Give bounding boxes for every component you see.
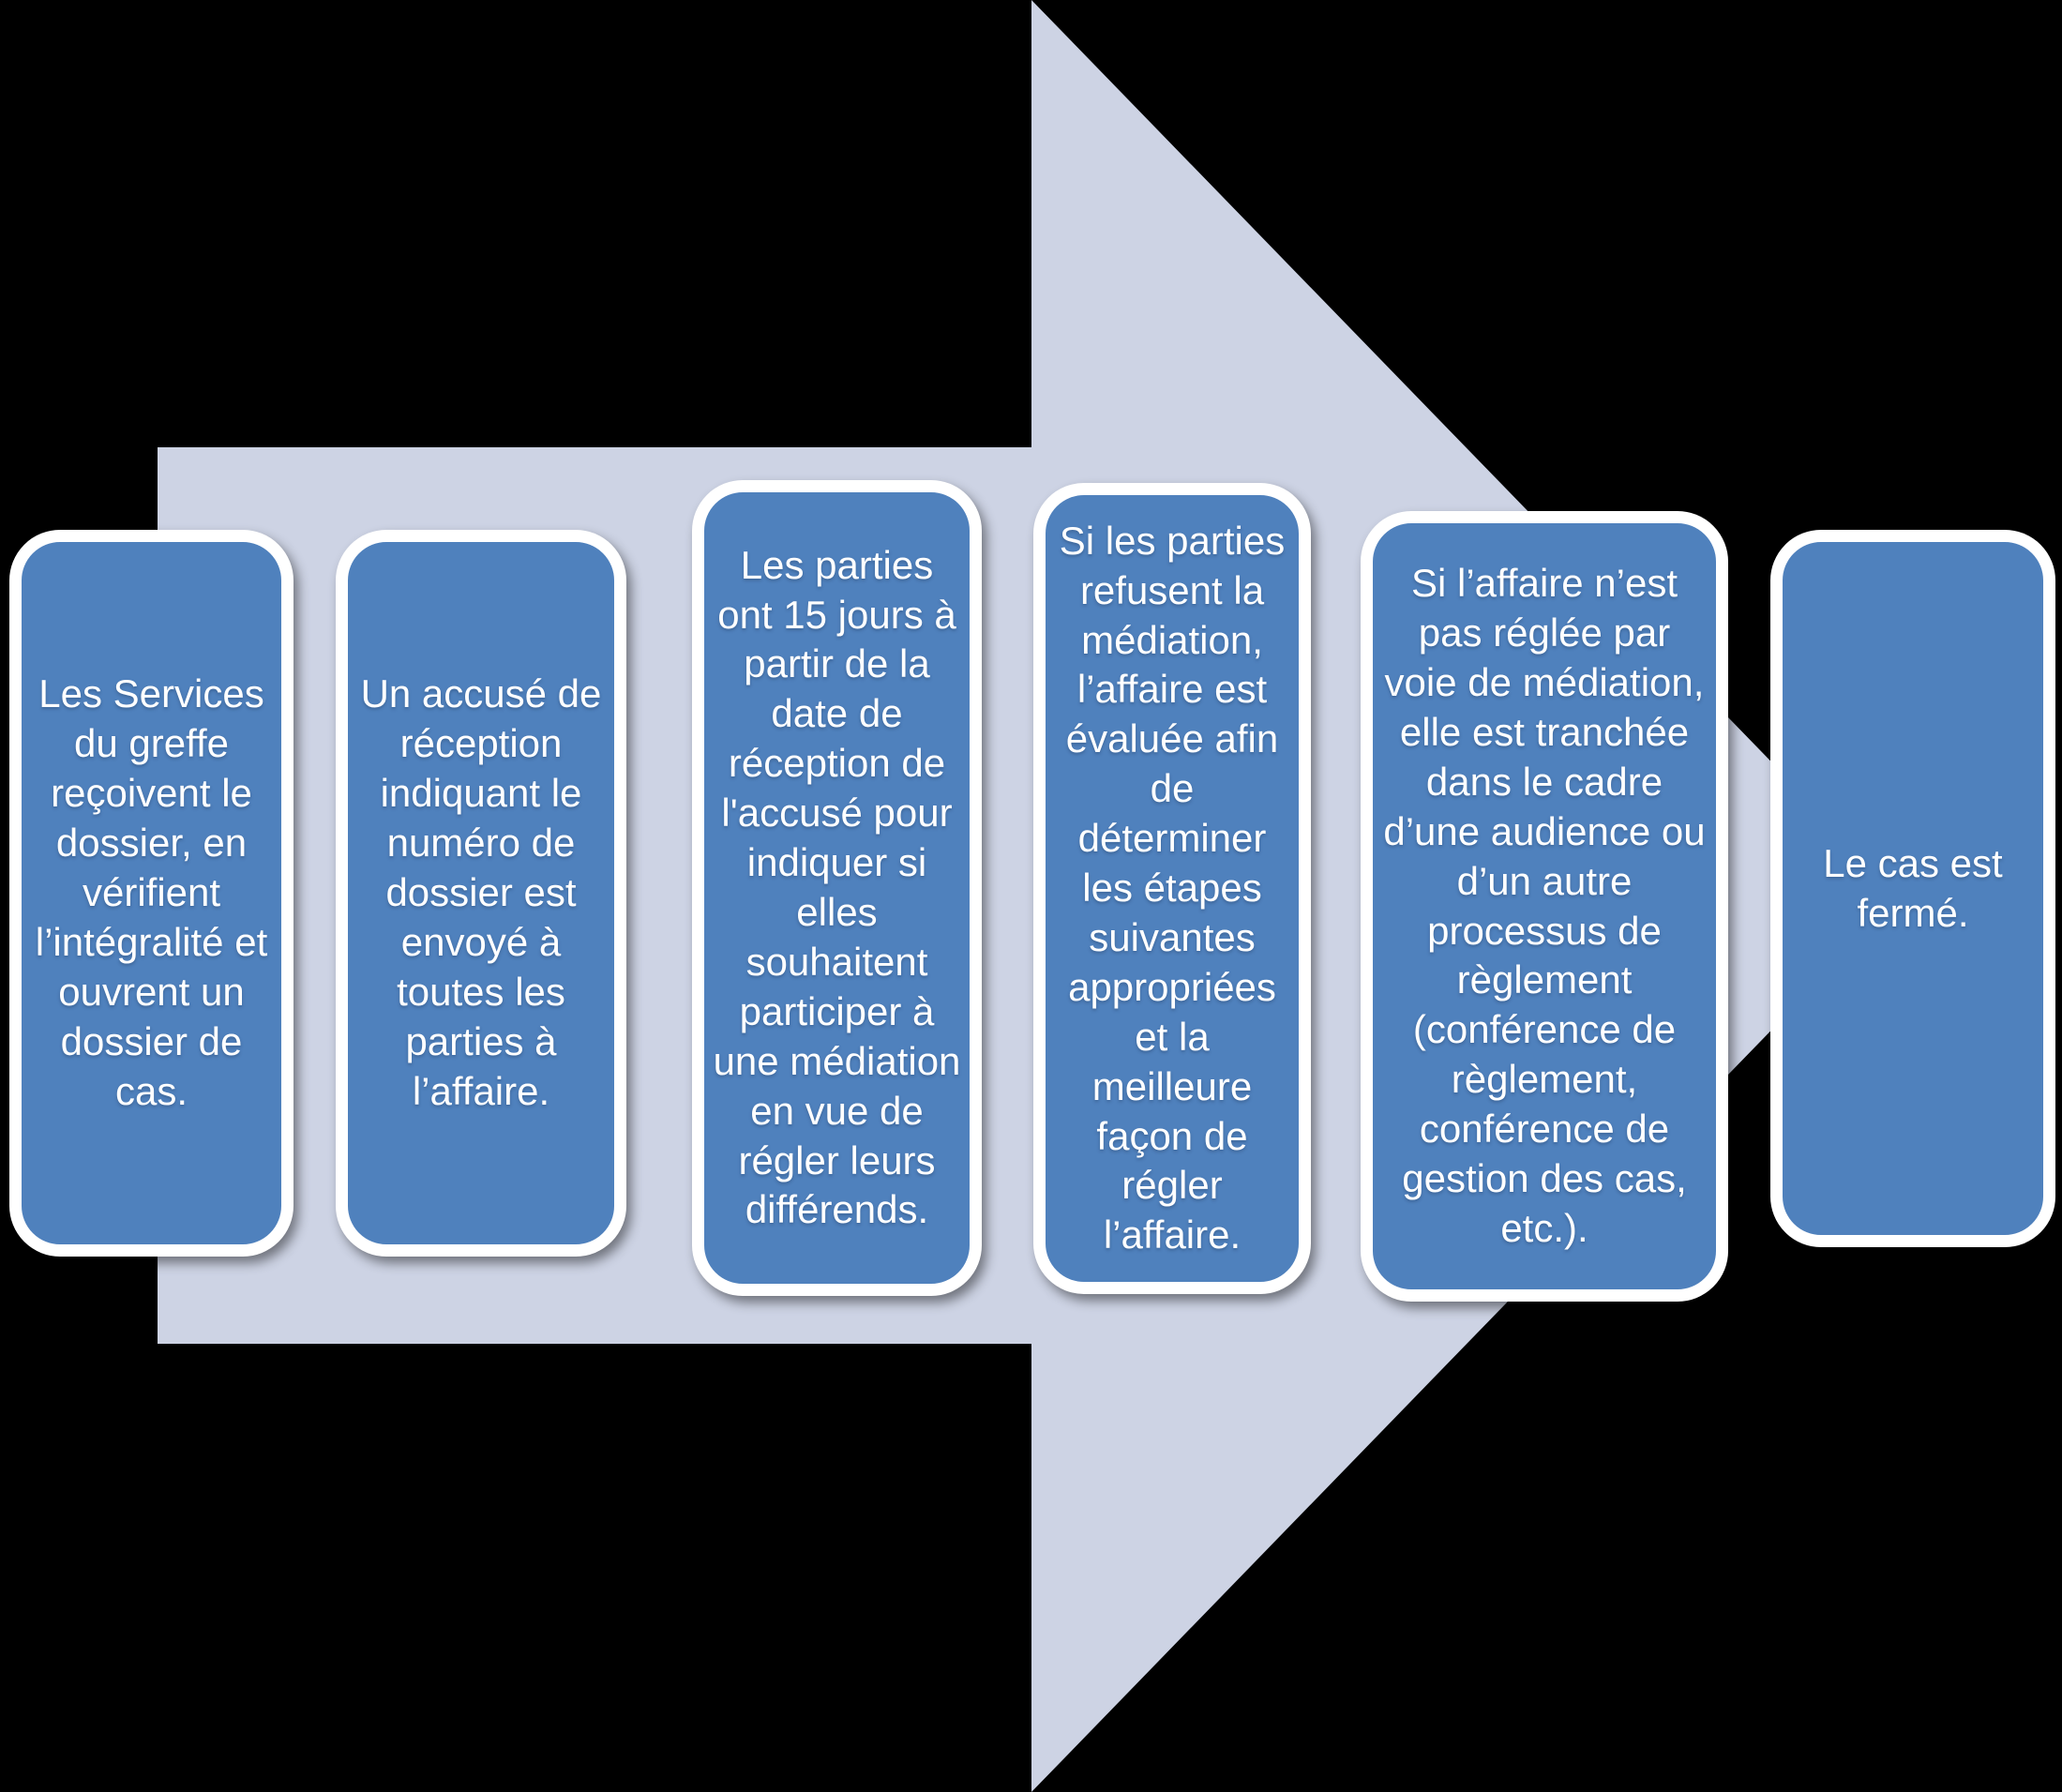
- step-2-label: Un accusé de réception indiquant le numé…: [360, 671, 602, 1113]
- step-5-label: Si l’affaire n’est pas réglée par voie d…: [1383, 561, 1706, 1250]
- step-box-2: Un accusé de réception indiquant le numé…: [336, 530, 626, 1257]
- step-box-1: Les Services du greffe reçoivent le doss…: [9, 530, 293, 1257]
- step-6-label: Le cas est fermé.: [1823, 840, 2003, 935]
- step-box-4: Si les parties refusent la médiation, l’…: [1033, 483, 1311, 1294]
- step-3-label: Les parties ont 15 jours à partir de la …: [713, 542, 961, 1232]
- step-box-6: Le cas est fermé.: [1770, 530, 2055, 1247]
- step-box-3: Les parties ont 15 jours à partir de la …: [692, 480, 982, 1296]
- step-box-5: Si l’affaire n’est pas réglée par voie d…: [1361, 511, 1728, 1302]
- step-4-label: Si les parties refusent la médiation, l’…: [1059, 518, 1286, 1257]
- step-1-label: Les Services du greffe reçoivent le doss…: [35, 671, 268, 1113]
